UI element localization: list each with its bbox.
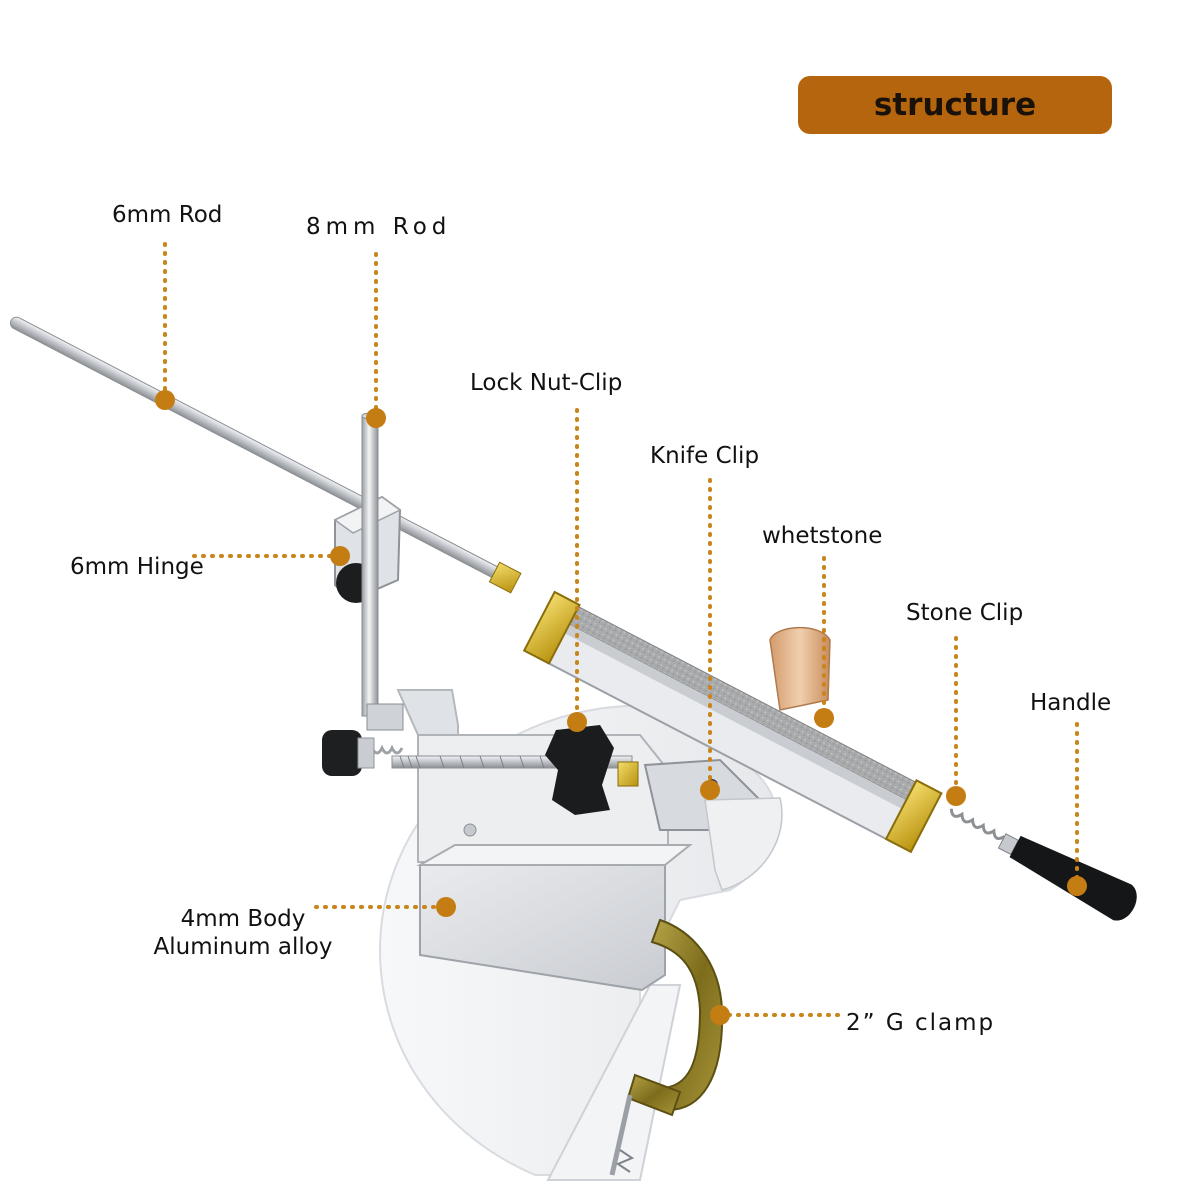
label-stone-clip: Stone Clip [906,600,1024,626]
knob-left [322,730,362,776]
label-6mm-hinge: 6mm Hinge [70,554,204,580]
label-6mm-rod: 6mm Rod [112,202,223,228]
label-lock-nut-clip: Lock Nut-Clip [470,370,623,396]
callout-lines [163,242,1079,1017]
label-body-line1: 4mm Body [180,906,306,932]
label-g-clamp: 2” G clamp [846,1010,996,1036]
label-whetstone: whetstone [762,523,883,549]
lock-nut-knob [545,725,614,815]
table-edge [546,984,682,1181]
title-banner: structure [798,76,1112,134]
callout-dots [155,390,1087,1025]
rod-6mm [9,316,510,583]
label-4mm-body: 4mm Body Aluminum alloy [140,905,346,961]
knife-blade [704,797,783,891]
label-body-line2: Aluminum alloy [153,934,333,961]
stone-clip-left [522,590,581,665]
label-8mm-rod: 8mm Rod [306,214,452,240]
rod-8mm [361,415,379,717]
stone-clip-right [884,779,943,854]
wooden-handle [769,626,831,711]
label-handle: Handle [1030,690,1112,716]
label-knife-clip: Knife Clip [650,443,760,469]
title-text: structure [873,87,1037,123]
